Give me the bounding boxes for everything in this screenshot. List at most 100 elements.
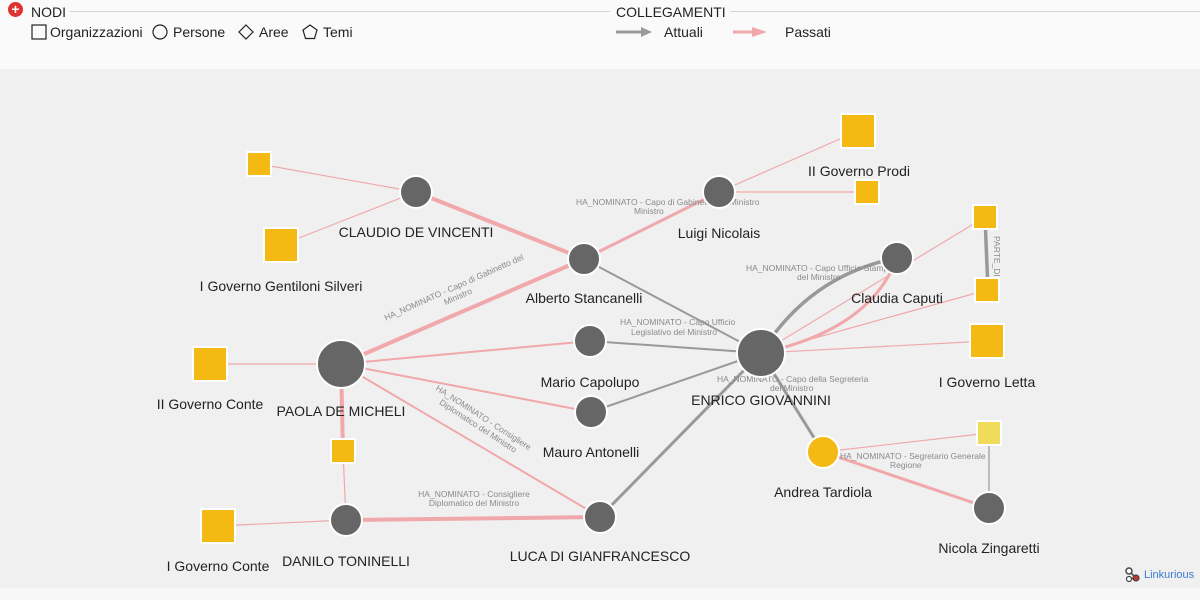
node-label: ENRICO GIOVANNINI — [691, 392, 831, 408]
org-node[interactable] — [192, 346, 228, 382]
legend-label: Organizzazioni — [50, 24, 143, 40]
node-label: DANILO TONINELLI — [282, 553, 410, 569]
nodes-legend-title: NODI — [29, 4, 68, 20]
legend-item-temi: Temi — [302, 24, 353, 40]
legend-item-organizzazioni: Organizzazioni — [31, 24, 143, 40]
diamond-icon — [238, 24, 254, 40]
legend-item-passati: Passati — [732, 24, 831, 40]
person-node[interactable] — [316, 339, 366, 389]
link-past[interactable] — [718, 130, 859, 193]
person-node[interactable] — [573, 324, 607, 358]
link-current[interactable] — [598, 351, 763, 519]
node-label: Luigi Nicolais — [678, 225, 760, 241]
node-label: Mario Capolupo — [541, 374, 640, 390]
person-node[interactable] — [574, 395, 608, 429]
legend-divider — [70, 11, 610, 12]
edge-label: HA_NOMINATO - Consigliere — [418, 489, 530, 499]
link-past[interactable] — [340, 363, 601, 518]
org-node[interactable] — [246, 151, 272, 177]
person-nodes — [316, 175, 1006, 537]
edge-label: HA_NOMINATO - Capo Ufficio — [620, 317, 736, 327]
node-label: Nicola Zingaretti — [938, 540, 1039, 556]
org-nodes — [192, 113, 1005, 544]
org-node[interactable] — [972, 204, 998, 230]
edge-label: HA_NOMINATO - Capo Ufficio Stampa — [746, 263, 893, 273]
org-node[interactable] — [263, 227, 299, 263]
link-past[interactable] — [340, 340, 591, 365]
link-past[interactable] — [760, 340, 988, 354]
edge-label: HA_NOMINATO - Segretario Generale — [840, 451, 986, 461]
person-node[interactable] — [736, 328, 786, 378]
link-past[interactable] — [345, 515, 601, 522]
edge-label: Regione — [890, 460, 922, 470]
legend-panel: + NODI COLLEGAMENTI Organizzazioni Perso… — [0, 0, 1200, 69]
org-node[interactable] — [330, 438, 356, 464]
org-node[interactable] — [974, 277, 1000, 303]
person-node[interactable] — [567, 242, 601, 276]
person-node[interactable] — [583, 500, 617, 534]
person-node[interactable] — [972, 491, 1006, 525]
link-past[interactable] — [415, 190, 585, 261]
person-node[interactable] — [702, 175, 736, 209]
link-current[interactable] — [589, 340, 762, 354]
current-links — [583, 216, 990, 519]
person-node[interactable] — [880, 241, 914, 275]
links-legend-title: COLLEGAMENTI — [614, 4, 728, 20]
edge-label: HA_NOMINATO - Capo di Gabinetto del Mini… — [576, 197, 760, 207]
person-node[interactable] — [806, 435, 840, 469]
node-label: PAOLA DE MICHELI — [277, 403, 406, 419]
legend-label: Persone — [173, 24, 226, 40]
link-past[interactable] — [583, 190, 720, 261]
person-node[interactable] — [399, 175, 433, 209]
link-past[interactable] — [822, 450, 990, 510]
legend-item-aree: Aree — [238, 24, 289, 40]
org-node[interactable] — [840, 113, 876, 149]
pentagon-icon — [302, 24, 318, 40]
legend-label: Aree — [259, 24, 289, 40]
org-node[interactable] — [969, 323, 1005, 359]
person-node[interactable] — [329, 503, 363, 537]
linkurious-brand[interactable]: Linkurious — [1125, 567, 1194, 583]
legend-item-attuali: Attuali — [615, 24, 703, 40]
node-label: II Governo Conte — [157, 396, 264, 412]
node-labels: CLAUDIO DE VINCENTI I Governo Gentiloni … — [157, 163, 1040, 574]
edge-label: HA_NOMINATO - Capo di Gabinetto del — [383, 252, 525, 323]
node-label: Claudia Caputi — [851, 290, 943, 306]
link-past[interactable] — [258, 163, 417, 193]
legend-label: Attuali — [664, 24, 703, 40]
link-past[interactable] — [217, 519, 347, 527]
node-label: I Governo Gentiloni Silveri — [200, 278, 363, 294]
link-past[interactable] — [340, 257, 585, 366]
legend-divider — [730, 11, 1200, 12]
edge-label: HA_NOMINATO - Consigliere — [434, 383, 533, 452]
circle-icon — [152, 24, 168, 40]
node-label: Andrea Tardiola — [774, 484, 872, 500]
org-node[interactable] — [854, 179, 880, 205]
link-current[interactable] — [583, 258, 762, 354]
node-label: II Governo Prodi — [808, 163, 910, 179]
edge-label: Legislativo del Ministro — [631, 327, 717, 337]
link-past[interactable] — [760, 257, 899, 355]
node-label: I Governo Conte — [167, 558, 270, 574]
edge-label: del Ministro — [797, 272, 841, 282]
link-past[interactable] — [280, 191, 417, 246]
edge-label: HA_NOMINATO - Capo della Segreteria — [717, 374, 869, 384]
arrow-icon — [733, 27, 767, 37]
legend-label: Temi — [323, 24, 353, 40]
linkurious-logo-icon — [1125, 567, 1140, 583]
org-node[interactable] — [976, 420, 1002, 446]
node-label: CLAUDIO DE VINCENTI — [339, 224, 494, 240]
edge-label: Diplomatico del Ministro — [429, 498, 519, 508]
edge-label: PARTE_DI — [992, 236, 1002, 277]
link-past[interactable] — [340, 363, 592, 413]
link-current[interactable] — [590, 352, 762, 413]
legend-label: Passati — [785, 24, 831, 40]
link-past[interactable] — [760, 216, 986, 354]
node-label: Mauro Antonelli — [543, 444, 640, 460]
org-node[interactable] — [200, 508, 236, 544]
arrow-icon — [616, 27, 652, 37]
bottom-strip — [0, 588, 1200, 600]
add-icon[interactable]: + — [8, 2, 23, 17]
link-past[interactable] — [822, 432, 990, 453]
